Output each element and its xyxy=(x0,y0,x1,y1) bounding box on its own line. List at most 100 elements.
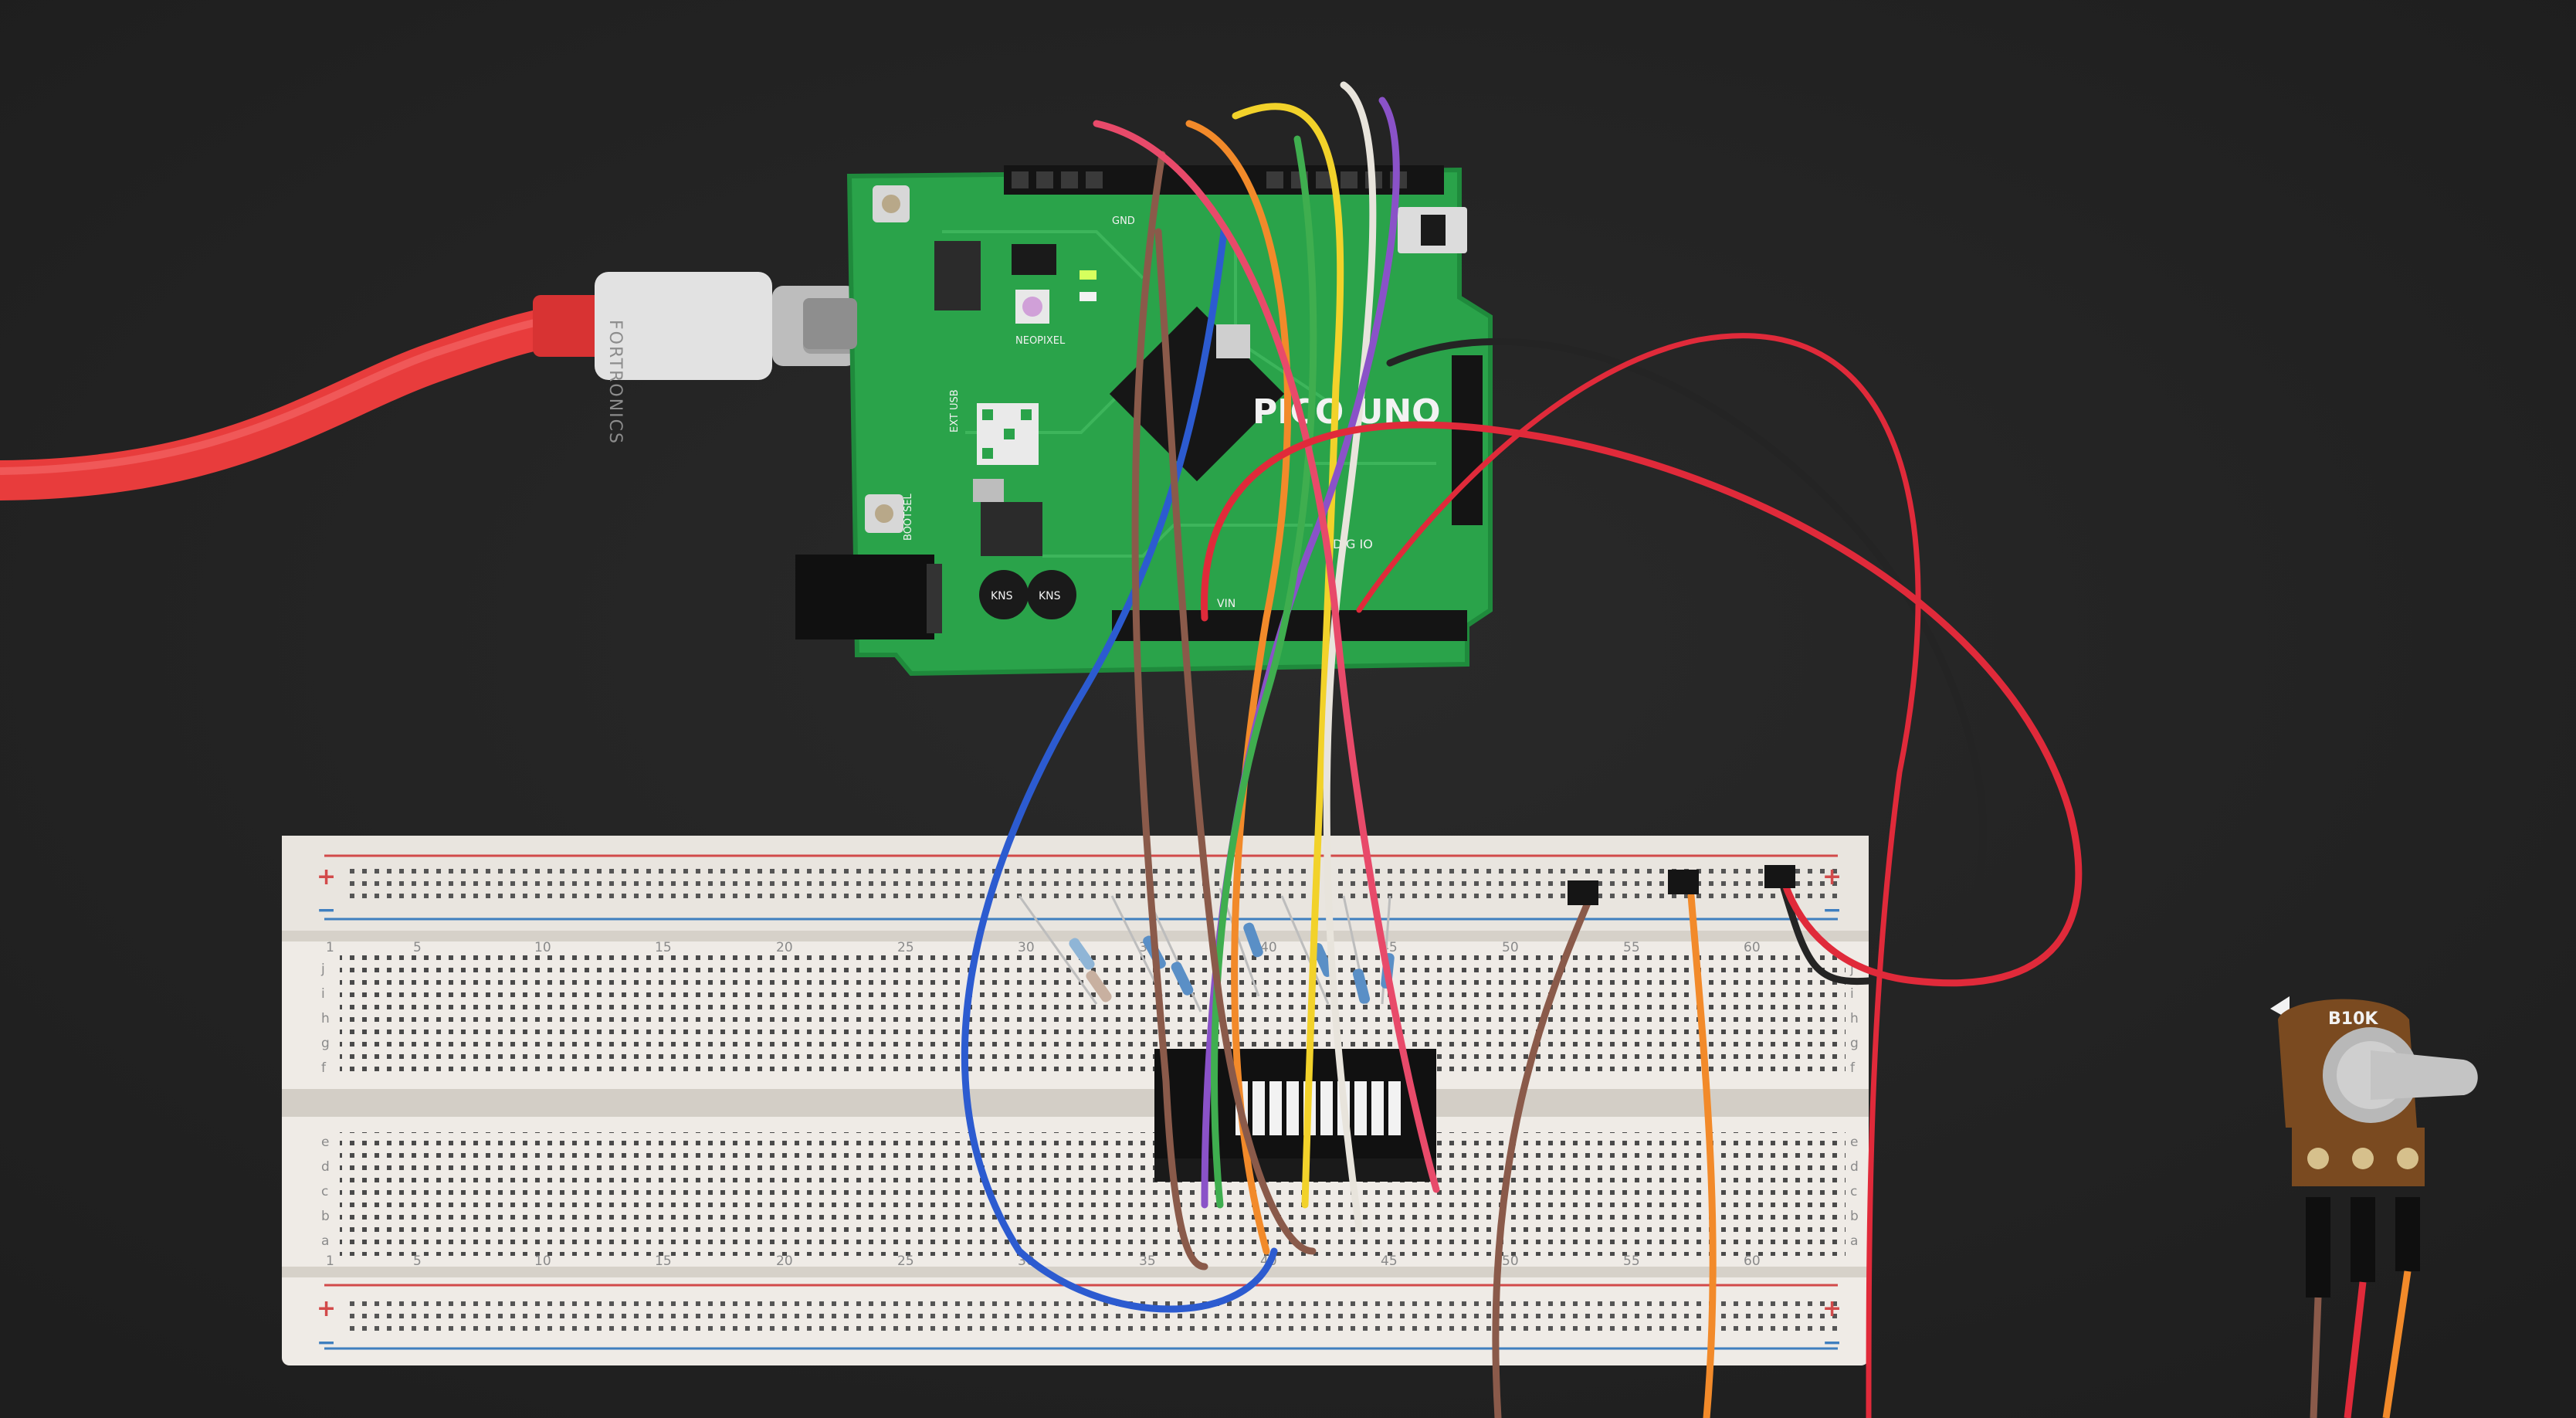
svg-text:1: 1 xyxy=(326,940,334,955)
regulator-2 xyxy=(981,502,1042,556)
svg-text:e: e xyxy=(1850,1135,1858,1150)
jumper-wires xyxy=(961,81,2083,1418)
wire-red-1 xyxy=(1201,421,2083,987)
svg-text:15: 15 xyxy=(655,1253,672,1269)
pot-knob-shaft[interactable] xyxy=(2371,1050,2478,1100)
row-letters-right: j i h g f e d c b a xyxy=(1849,962,1859,1249)
bottom-rail-holes xyxy=(346,1294,1844,1338)
wire-brown-2 xyxy=(1154,228,1317,1255)
svg-text:1: 1 xyxy=(326,1253,334,1269)
svg-text:DIG IO: DIG IO xyxy=(1333,537,1373,551)
status-led-green xyxy=(1080,270,1096,280)
potentiometer[interactable]: B10K xyxy=(2270,996,2478,1418)
status-led-2 xyxy=(1080,292,1096,301)
svg-text:f: f xyxy=(1850,1060,1856,1076)
rail-plus-top-right: + xyxy=(1822,863,1842,890)
svg-text:GND: GND xyxy=(1112,215,1135,227)
rail-plus-top-left: + xyxy=(317,863,336,890)
svg-text:NEOPIXEL: NEOPIXEL xyxy=(1015,335,1066,347)
svg-text:i: i xyxy=(1850,986,1854,1002)
svg-text:j: j xyxy=(320,962,325,977)
center-channel xyxy=(282,1089,1869,1117)
svg-text:55: 55 xyxy=(1623,1253,1640,1269)
svg-text:KNS: KNS xyxy=(1039,590,1061,602)
svg-text:j: j xyxy=(1849,962,1854,977)
wire-brown-1 xyxy=(1131,151,1208,1270)
small-chip xyxy=(1216,324,1250,358)
svg-text:25: 25 xyxy=(897,940,914,955)
svg-text:BOOTSEL: BOOTSEL xyxy=(903,493,914,541)
svg-text:50: 50 xyxy=(1502,940,1519,955)
rail-minus-bottom-right: − xyxy=(1822,1329,1842,1356)
top-rail-holes xyxy=(346,867,1844,904)
svg-text:20: 20 xyxy=(776,940,793,955)
svg-text:b: b xyxy=(1850,1209,1859,1224)
wire-black xyxy=(1386,338,1987,985)
svg-text:KNS: KNS xyxy=(991,590,1013,602)
pot-label: B10K xyxy=(2328,1009,2378,1029)
svg-text:20: 20 xyxy=(776,1253,793,1269)
svg-text:g: g xyxy=(1850,1036,1859,1051)
column-numbers-top: 1 5 10 15 20 25 30 35 40 45 50 55 60 xyxy=(326,940,1761,955)
svg-text:EXT USB: EXT USB xyxy=(949,389,961,433)
wire-red-2 xyxy=(1356,333,1921,1418)
svg-text:d: d xyxy=(321,1159,330,1175)
rail-plus-bottom-right: + xyxy=(1822,1295,1842,1322)
wire-orange-2 xyxy=(1687,892,1717,1418)
svg-text:5: 5 xyxy=(413,940,422,955)
wire-brown-3 xyxy=(1492,892,1595,1418)
rail-plus-bottom-left: + xyxy=(317,1295,336,1322)
wire-orange xyxy=(1185,120,1292,1255)
svg-text:i: i xyxy=(321,986,325,1002)
capacitor-2 xyxy=(1027,570,1076,619)
svg-text:g: g xyxy=(321,1036,330,1051)
svg-text:25: 25 xyxy=(897,1253,914,1269)
rail-plug-1 xyxy=(1568,880,1598,905)
side-header-strip xyxy=(1452,355,1483,525)
svg-text:d: d xyxy=(1850,1159,1859,1175)
wire-green xyxy=(1211,135,1317,1209)
header-pins-top xyxy=(1012,171,1407,188)
svg-text:60: 60 xyxy=(1744,940,1761,955)
svg-text:b: b xyxy=(321,1209,330,1224)
usb-c-port xyxy=(803,298,857,349)
wire-white xyxy=(1323,81,1377,1232)
svg-text:VIN: VIN xyxy=(1217,598,1235,610)
svg-text:50: 50 xyxy=(1502,1253,1519,1269)
svg-text:h: h xyxy=(321,1011,330,1026)
row-letters-left: j i h g f e d c b a xyxy=(320,962,330,1249)
svg-text:30: 30 xyxy=(1018,940,1035,955)
svg-text:h: h xyxy=(1850,1011,1859,1026)
rail-minus-bottom-left: − xyxy=(317,1329,336,1356)
rail-plug-2 xyxy=(1668,870,1699,894)
dc-barrel-jack xyxy=(795,555,934,639)
svg-text:60: 60 xyxy=(1744,1253,1761,1269)
wire-blue xyxy=(961,228,1278,1313)
svg-text:35: 35 xyxy=(1139,1253,1156,1269)
svg-text:55: 55 xyxy=(1623,940,1640,955)
svg-text:5: 5 xyxy=(413,1253,422,1269)
svg-text:c: c xyxy=(1850,1184,1857,1199)
svg-text:e: e xyxy=(321,1135,329,1150)
usb-brand-text: FORTRONICS xyxy=(605,320,625,445)
svg-text:15: 15 xyxy=(655,940,672,955)
rail-minus-top-right: − xyxy=(1822,897,1842,924)
svg-text:f: f xyxy=(321,1060,327,1076)
svg-text:c: c xyxy=(321,1184,328,1199)
pico-uno-board: KNS KNS PICO UNO NEOPIXEL BOOTSEL EXT US… xyxy=(795,165,1493,677)
voltage-regulator xyxy=(934,241,981,310)
wire-pink xyxy=(1093,120,1440,1193)
led-bar-graph xyxy=(1154,1049,1436,1182)
svg-text:10: 10 xyxy=(534,1253,551,1269)
lower-terminal-holes xyxy=(340,1132,1846,1256)
rail-plug-3 xyxy=(1764,865,1795,888)
svg-text:a: a xyxy=(1850,1233,1858,1249)
svg-text:40: 40 xyxy=(1260,940,1277,955)
svg-text:a: a xyxy=(321,1233,329,1249)
rail-minus-top-left: − xyxy=(317,897,336,924)
capacitor-1 xyxy=(979,570,1029,619)
svg-text:45: 45 xyxy=(1381,1253,1398,1269)
svg-text:10: 10 xyxy=(534,940,551,955)
usb-connector-housing xyxy=(595,272,772,380)
